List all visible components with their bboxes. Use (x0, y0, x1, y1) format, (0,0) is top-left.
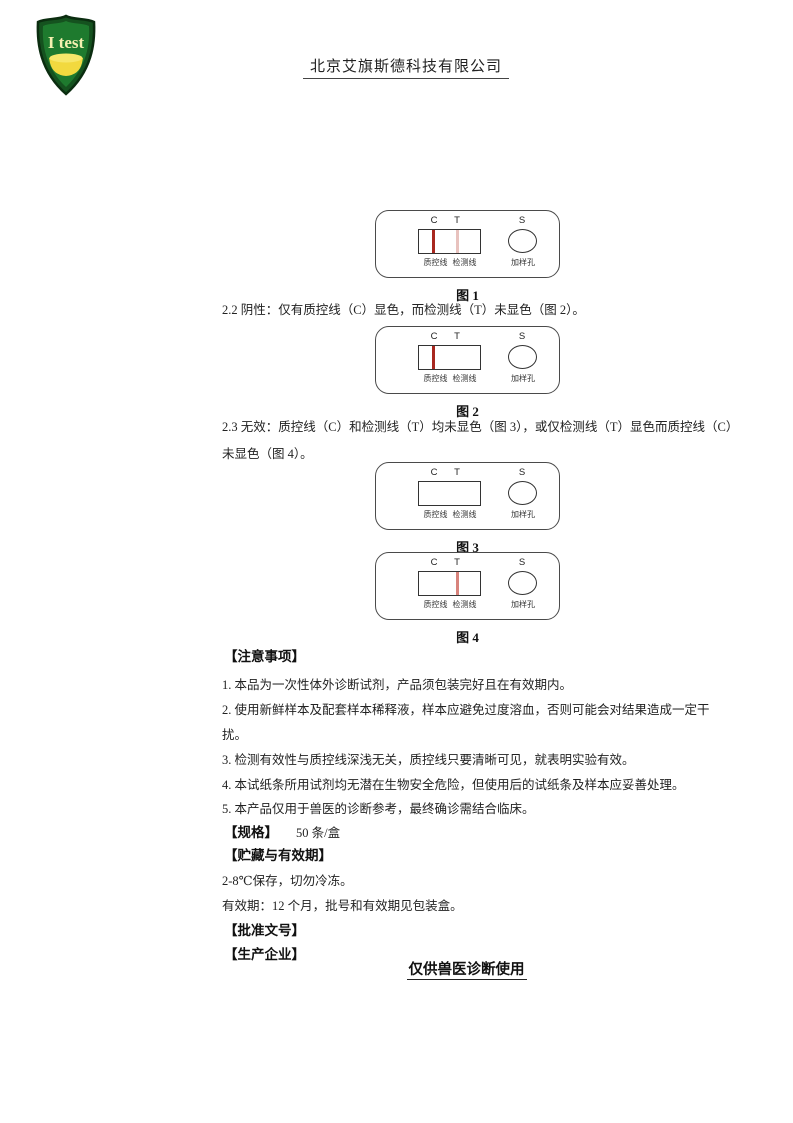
test-line-label: 检测线 (452, 510, 477, 519)
figure-caption: 图 1 (456, 288, 479, 303)
result-negative-text: 2.2 阴性：仅有质控线（C）显色，而检测线（T）未显色（图 2）。 (222, 303, 585, 317)
figure-2: C T S 质控线 检测线 加样孔 图 2 (375, 326, 560, 420)
figure-caption: 图 2 (456, 404, 479, 419)
logo-shield-icon: I test (32, 13, 100, 97)
test-cassette: C T S 质控线 检测线 加样孔 (375, 552, 560, 620)
note-item-2-cont: 扰。 (222, 728, 248, 742)
test-line-label: 检测线 (452, 258, 477, 267)
sample-well-label: 加样孔 (511, 258, 535, 267)
control-line-label: 质控线 (423, 510, 448, 519)
result-invalid-text-line2: 未显色（图 4）。 (222, 447, 313, 461)
manufacturer-section-title: 【生产企业】 (224, 947, 305, 962)
result-window (418, 481, 481, 506)
sample-well (508, 571, 537, 595)
s-well-letter: S (518, 215, 526, 226)
sample-well (508, 229, 537, 253)
control-line-label: 质控线 (423, 258, 448, 267)
company-name-header: 北京艾旗斯德科技有限公司 (303, 55, 510, 79)
s-well-letter: S (518, 557, 526, 568)
notes-section-title: 【注意事项】 (224, 649, 305, 664)
c-line-letter: C (430, 467, 438, 478)
test-cassette: C T S 质控线 检测线 加样孔 (375, 462, 560, 530)
test-line-label: 检测线 (452, 600, 477, 609)
sample-well-label: 加样孔 (511, 510, 535, 519)
control-line (432, 346, 435, 369)
t-line-letter: T (454, 215, 460, 226)
c-line-letter: C (430, 331, 438, 342)
figure-3: C T S 质控线 检测线 加样孔 图 3 (375, 462, 560, 556)
test-line-label: 检测线 (452, 374, 477, 383)
t-line-letter: T (454, 331, 460, 342)
footer-note: 仅供兽医诊断使用 (140, 958, 793, 980)
sample-well (508, 345, 537, 369)
s-well-letter: S (518, 467, 526, 478)
figure-1: C T S 质控线 检测线 加样孔 图 1 (375, 210, 560, 304)
shield-graphic: I test (36, 14, 96, 96)
c-line-letter: C (430, 215, 438, 226)
storage-section-title: 【贮藏与有效期】 (224, 848, 332, 863)
note-item-5: 5. 本产品仅用于兽医的诊断参考，最终确诊需结合临床。 (222, 802, 535, 816)
spec-label: 【规格】 (224, 825, 278, 840)
control-line-label: 质控线 (423, 374, 448, 383)
control-line (432, 230, 435, 253)
test-line (456, 230, 459, 253)
sample-well-label: 加样孔 (511, 600, 535, 609)
c-line-letter: C (430, 557, 438, 568)
note-item-2: 2. 使用新鲜样本及配套样本稀释液，样本应避免过度溶血，否则可能会对结果造成一定… (222, 703, 710, 717)
logo-text: I test (48, 33, 85, 52)
s-well-letter: S (518, 331, 526, 342)
storage-line-1: 2-8℃保存，切勿冷冻。 (222, 874, 353, 888)
footer-note-text: 仅供兽医诊断使用 (406, 962, 527, 980)
sample-well (508, 481, 537, 505)
result-invalid-text-line1: 2.3 无效：质控线（C）和检测线（T）均未显色（图 3），或仅检测线（T）显色… (222, 420, 739, 434)
note-item-4: 4. 本试纸条所用试剂均无潜在生物安全危险，但使用后的试纸条及样本应妥善处理。 (222, 778, 685, 792)
test-line (456, 572, 459, 595)
control-line-label: 质控线 (423, 600, 448, 609)
spec-row: 【规格】 50 条/盒 (224, 824, 340, 842)
result-window (418, 571, 481, 596)
note-item-1: 1. 本品为一次性体外诊断试剂，产品须包装完好且在有效期内。 (222, 678, 573, 692)
result-window (418, 229, 481, 254)
approval-section-title: 【批准文号】 (224, 923, 305, 938)
storage-line-2: 有效期：12 个月，批号和有效期见包装盒。 (222, 899, 463, 913)
result-window (418, 345, 481, 370)
test-cassette: C T S 质控线 检测线 加样孔 (375, 210, 560, 278)
sample-well-label: 加样孔 (511, 374, 535, 383)
figure-4: C T S 质控线 检测线 加样孔 图 4 (375, 552, 560, 646)
test-cassette: C T S 质控线 检测线 加样孔 (375, 326, 560, 394)
t-line-letter: T (454, 557, 460, 568)
figure-caption: 图 3 (456, 540, 479, 555)
figure-caption: 图 4 (456, 630, 479, 645)
note-item-3: 3. 检测有效性与质控线深浅无关，质控线只要清晰可见，就表明实验有效。 (222, 753, 635, 767)
spec-value: 50 条/盒 (296, 826, 341, 840)
t-line-letter: T (454, 467, 460, 478)
